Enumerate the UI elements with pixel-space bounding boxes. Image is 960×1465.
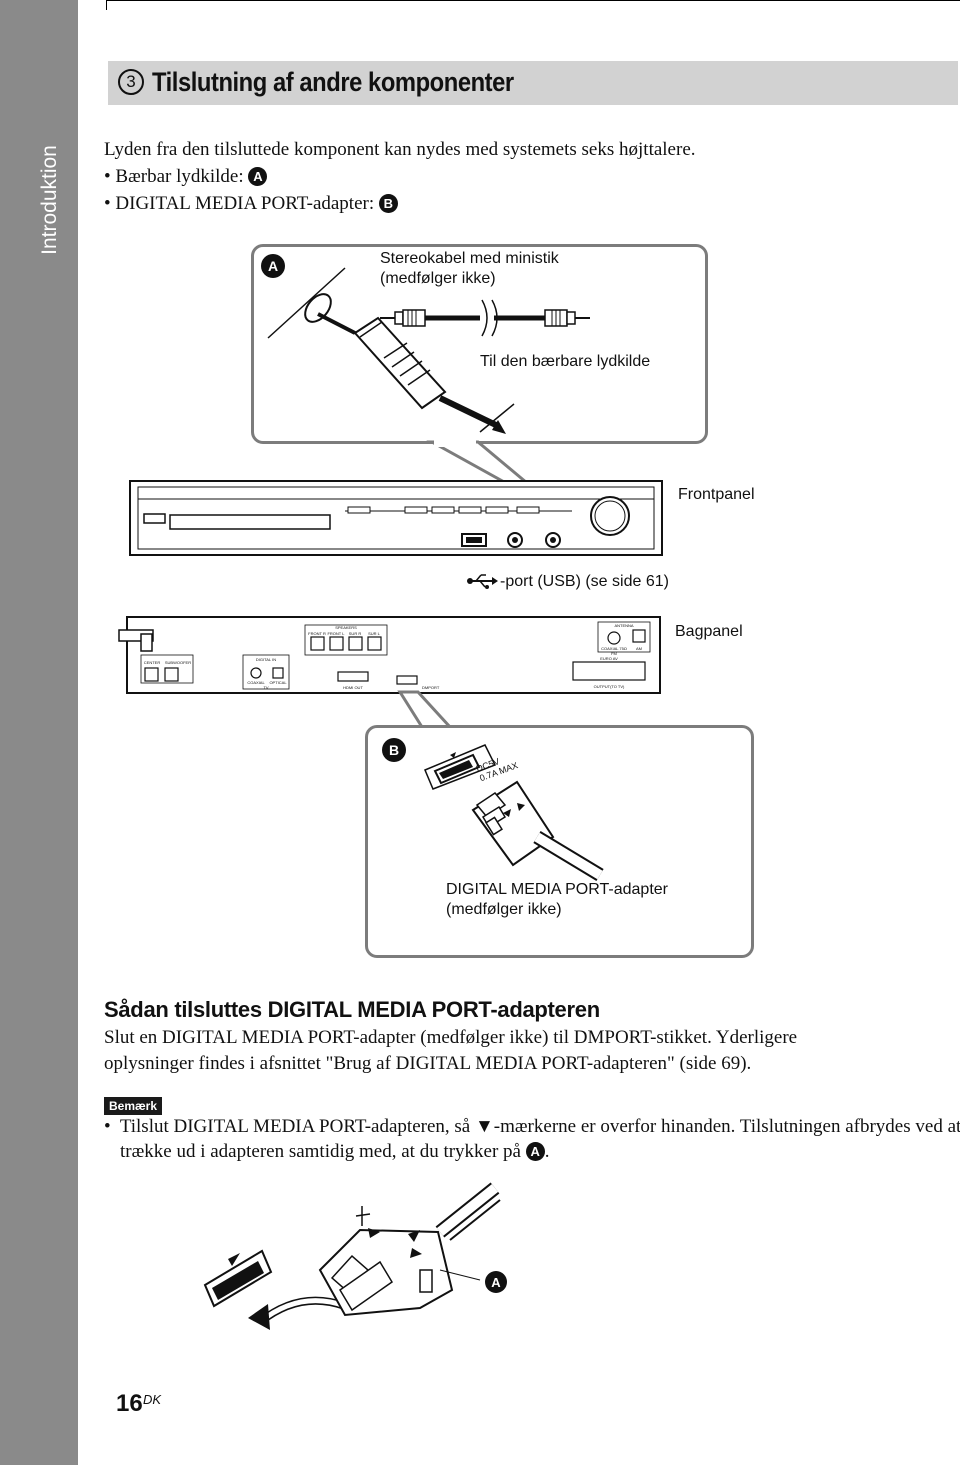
rear-speakers-label: SPEAKERS <box>335 625 357 630</box>
rear-subwoofer-label: SUBWOOFER <box>165 660 191 665</box>
arrow-icon <box>492 420 506 434</box>
marker-a: A <box>248 167 268 186</box>
rear-panel-drawing <box>118 616 661 694</box>
bullet-adapter-label: DIGITAL MEDIA PORT-adapter: <box>115 193 375 214</box>
callout-a-pointer-mask <box>434 439 476 447</box>
portable-source-label: Til den bærbare lydkilde <box>480 353 651 370</box>
subsection-text-line1: Slut en DIGITAL MEDIA PORT-adapter (medf… <box>104 1027 798 1048</box>
rear-fm-label: FM <box>611 651 617 656</box>
marker-b: B <box>378 194 398 213</box>
rear-euro-av-label: EURO AV <box>600 656 618 661</box>
callout-a-letter: A <box>268 258 278 274</box>
rear-tv-label: TV <box>263 685 268 690</box>
subsection-title: Sådan tilsluttes DIGITAL MEDIA PORT-adap… <box>104 997 600 1022</box>
rear-am-label: AM <box>636 646 642 651</box>
bullet-adapter: • DIGITAL MEDIA PORT-adapter: B <box>104 193 398 215</box>
note-line2: trække ud i adapteren samtidig med, at d… <box>120 1141 550 1163</box>
note-badge: Bemærk <box>104 1097 162 1115</box>
note-line2-end: . <box>544 1141 550 1162</box>
stereo-cable-icon <box>380 299 590 337</box>
side-tab: Introduktion <box>0 0 78 1465</box>
rear-coaxial-label: COAXIAL <box>247 680 265 685</box>
rear-front-l-label: FRONT L <box>327 631 345 636</box>
callout-a-circle <box>261 254 285 278</box>
page-suffix: DK <box>143 1392 162 1407</box>
dmport-adapter-plug-icon <box>471 780 604 881</box>
rear-output-tv-label: OUTPUT(TO TV) <box>594 684 625 689</box>
callout-b-letter: B <box>389 742 399 758</box>
rear-coaxial-75-label: COAXIAL 75Ω <box>601 646 627 651</box>
triangle-down-icon: ▼ <box>474 1116 494 1137</box>
note-line1-start: Tilslut DIGITAL MEDIA PORT-adapteren, så <box>119 1116 475 1137</box>
callout-b-pointer <box>397 690 454 729</box>
front-panel-drawing <box>129 480 663 556</box>
top-rule <box>106 0 960 11</box>
section-number: 3 <box>118 69 144 95</box>
callout-a-pointer <box>426 440 532 485</box>
rear-hdmi-out-label: HDMI OUT <box>343 685 363 690</box>
section-title: Tilslutning af andre komponenter <box>152 67 514 97</box>
intro-text: Lyden fra den tilsluttede komponent kan … <box>104 139 696 160</box>
usb-port-label: -port (USB) (se side 61) <box>500 573 669 590</box>
note-marker-a: A <box>525 1142 545 1161</box>
rear-optical-label: OPTICAL <box>269 680 287 685</box>
adapter-removal-drawing <box>203 1182 501 1330</box>
rear-center-label: CENTER <box>144 660 161 665</box>
rear-dmport-label: DMPORT <box>422 685 440 690</box>
headphone-jack-icon <box>304 293 332 323</box>
rear-sur-l-label: SUR L <box>368 631 381 636</box>
note-line1-end: -mærkerne er overfor hinanden. Tilslutni… <box>493 1116 960 1137</box>
plug-pointer-line <box>479 403 515 433</box>
page-number: 16 <box>116 1390 143 1417</box>
top-rule-tick <box>106 0 107 10</box>
callout-b-circle <box>382 738 406 762</box>
bottom-marker-circle <box>485 1271 507 1293</box>
bullet-portable: • Bærbar lydkilde: A <box>104 166 268 188</box>
subsection-text-line2: oplysninger findes i afsnittet "Brug af … <box>104 1053 752 1074</box>
rear-panel-labels: SPEAKERS FRONT R FRONT L SUR R SUR L CEN… <box>144 623 642 690</box>
section-header: 3 Tilslutning af andre komponenter <box>108 61 958 105</box>
callout-b-figure: B DC5V 0.7A MAX <box>382 738 604 881</box>
bagpanel-label: Bagpanel <box>675 623 743 640</box>
stereo-plug-icon <box>317 312 500 429</box>
adapter-label-line1: DIGITAL MEDIA PORT-adapter <box>446 881 668 898</box>
note-line1: • Tilslut DIGITAL MEDIA PORT-adapteren, … <box>104 1116 960 1137</box>
adapter-label-line2: (medfølger ikke) <box>446 901 562 918</box>
note-line2-start: trække ud i adapteren samtidig med, at d… <box>120 1141 526 1162</box>
cable-label-line2: (medfølger ikke) <box>380 270 496 287</box>
usb-icon <box>467 574 498 589</box>
rear-sur-r-label: SUR R <box>349 631 362 636</box>
bottom-marker-letter: A <box>491 1275 501 1290</box>
bullet-portable-label: Bærbar lydkilde: <box>115 166 244 187</box>
dmport-socket-icon <box>424 744 497 790</box>
device-edge-line <box>267 267 346 339</box>
rear-digital-in-label: DIGITAL IN <box>256 657 276 662</box>
rear-front-r-label: FRONT R <box>308 631 326 636</box>
cable-label-line1: Stereokabel med ministik <box>380 250 559 267</box>
rear-antenna-label: ANTENNA <box>614 623 633 628</box>
frontpanel-label: Frontpanel <box>678 486 755 503</box>
callout-b <box>365 725 754 958</box>
